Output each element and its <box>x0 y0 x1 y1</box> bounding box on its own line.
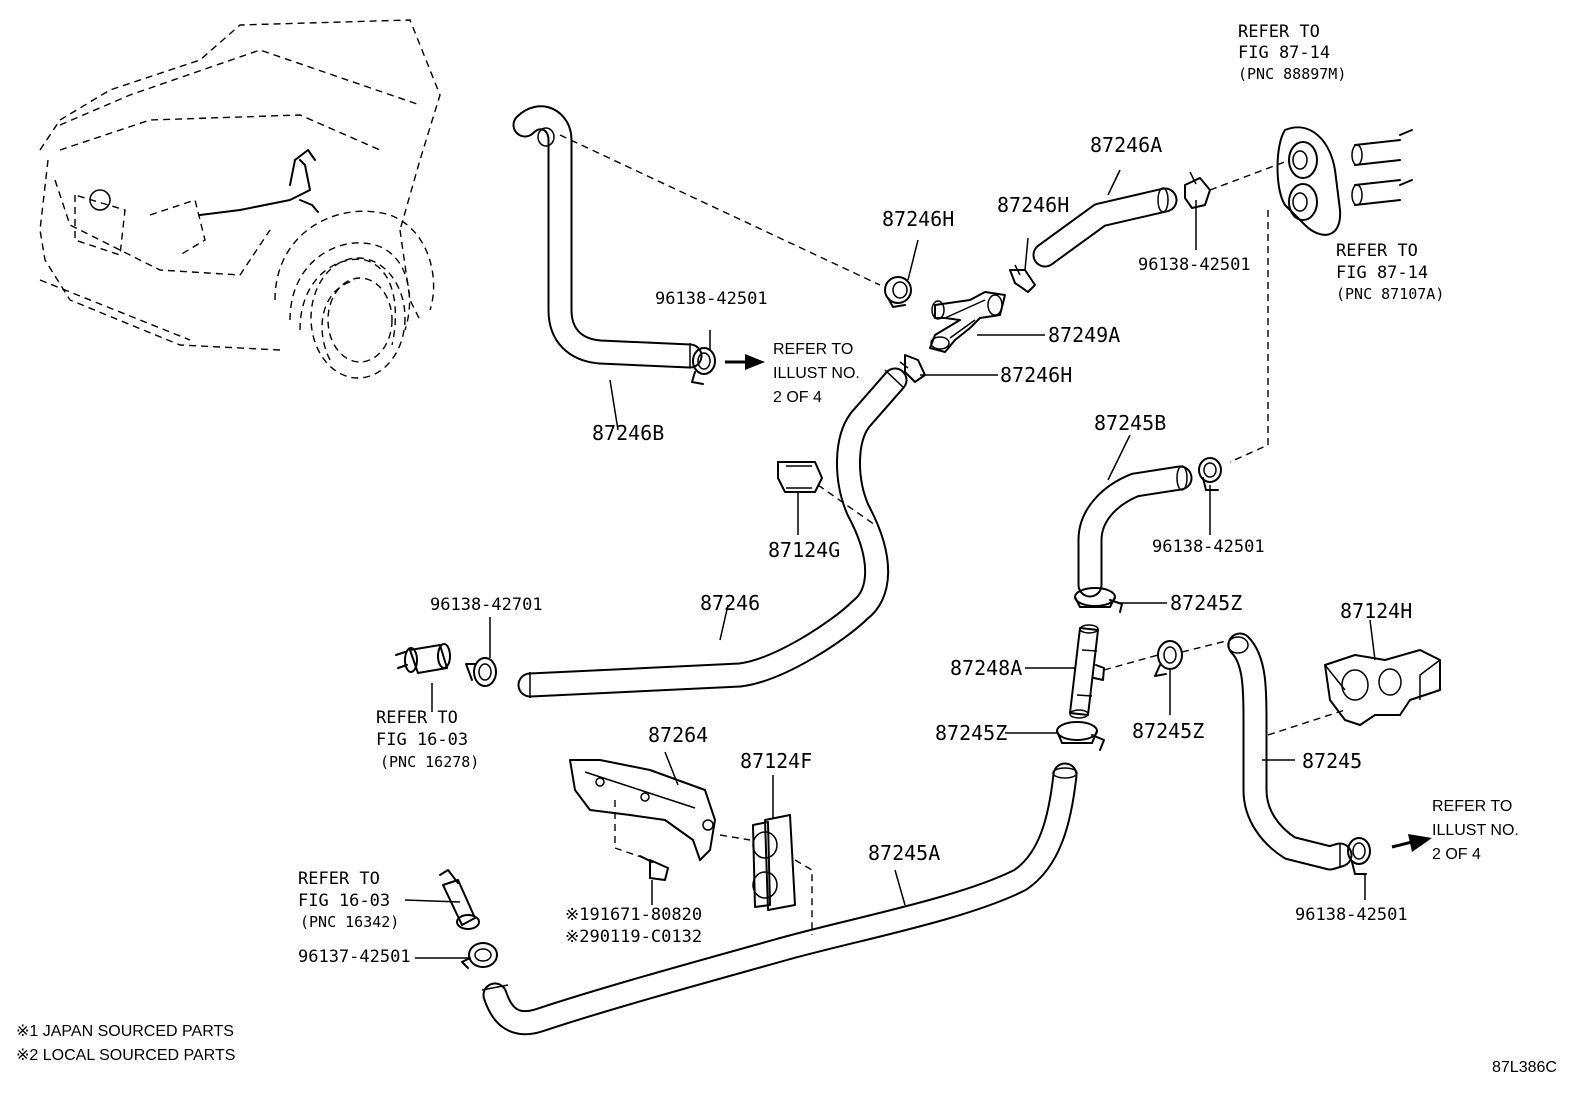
clip-96137 <box>461 942 498 969</box>
clip-87246H-3 <box>899 354 926 383</box>
ref-fig1603-lower: REFER TO FIG 16-03 (PNC 16342) <box>298 869 399 931</box>
label-87246H-top-right: 87246H <box>997 193 1069 217</box>
label-87124H: 87124H <box>1340 599 1412 623</box>
grommet <box>1276 126 1342 236</box>
clip-96138-42701 <box>465 657 497 687</box>
clip-96138-right <box>1198 457 1222 491</box>
bracket-87264 <box>569 759 716 861</box>
clip-87246H-1 <box>884 276 912 308</box>
label-clip-96138-left: 96138-42501 <box>655 289 768 309</box>
ref-line: REFER TO <box>298 869 380 889</box>
ref-fig1603-upper: REFER TO FIG 16-03 (PNC 16278) <box>376 708 479 771</box>
label-87264: 87264 <box>648 723 708 747</box>
vehicle-sketch <box>39 19 441 379</box>
label-87246B: 87246B <box>592 421 664 445</box>
ref-line: ILLUST NO. <box>773 365 860 382</box>
ref-fig8714-top: REFER TO FIG 87-14 (PNC 88897M) <box>1238 22 1346 83</box>
legend-japan: ※1 JAPAN SOURCED PARTS <box>16 1023 234 1040</box>
ref-line: ILLUST NO. <box>1432 822 1519 839</box>
clip-87245Z-low <box>1056 721 1105 751</box>
label-87245A: 87245A <box>868 841 940 865</box>
clamp-87124F <box>752 814 796 911</box>
clip-87245Z-mid <box>1154 640 1183 677</box>
clip-87246H-2 <box>1009 264 1036 293</box>
clip-87245Z-top <box>1074 587 1123 613</box>
label-clip-96138-right: 96138-42501 <box>1152 537 1265 557</box>
label-87124F: 87124F <box>740 749 812 773</box>
ref-illust-right: REFER TO ILLUST NO. 2 OF 4 <box>1432 798 1519 863</box>
fitting-lower <box>439 869 480 930</box>
hose-87245B <box>1077 465 1193 598</box>
ref-line: 2 OF 4 <box>773 389 822 406</box>
label-87248A: 87248A <box>950 656 1022 680</box>
connector-87248A <box>1069 624 1105 719</box>
tee-87249A <box>929 291 1006 353</box>
label-clip-96138-42701: 96138-42701 <box>430 595 543 615</box>
pipes-right <box>1351 129 1413 206</box>
label-87245Z-top: 87245Z <box>1170 591 1242 615</box>
hose-87245A <box>481 762 1078 1036</box>
ref-line: REFER TO <box>1432 798 1512 815</box>
label-bolt-japan: ※191671-80820 <box>565 905 702 925</box>
ref-line: (PNC 87107A) <box>1336 285 1444 303</box>
hose-87246 <box>517 367 908 698</box>
ref-line: (PNC 88897M) <box>1238 65 1346 83</box>
ref-line: FIG 16-03 <box>376 730 468 750</box>
label-87246: 87246 <box>700 591 760 615</box>
ref-line: (PNC 16342) <box>300 913 399 931</box>
fitting-left <box>395 643 451 674</box>
bolt <box>639 855 669 881</box>
clip-96138-top <box>1184 171 1211 209</box>
ref-fig8714-right: REFER TO FIG 87-14 (PNC 87107A) <box>1336 241 1444 303</box>
hose-87246B <box>512 105 703 369</box>
label-clip-96138-top: 96138-42501 <box>1138 255 1251 275</box>
ref-line: FIG 87-14 <box>1238 43 1330 63</box>
label-clip-96137: 96137-42501 <box>298 947 411 967</box>
arrow-right-icon <box>1391 834 1432 852</box>
label-87245Z-low: 87245Z <box>935 721 1007 745</box>
label-clip-96138-bottom: 96138-42501 <box>1295 905 1408 925</box>
clip-labels: 96138-42501 96138-42501 96138-42501 9613… <box>298 255 1408 967</box>
hose-87246A <box>1032 187 1178 268</box>
part-labels: 87246A 87246H 87246H 87249A 87246H 87246… <box>592 133 1412 865</box>
clip-87124G <box>777 461 823 493</box>
hose-87245 <box>1227 632 1353 871</box>
leader-lines <box>404 169 1376 959</box>
ref-line: 2 OF 4 <box>1432 846 1481 863</box>
label-87249A: 87249A <box>1048 323 1120 347</box>
figure-code: 87L386C <box>1492 1059 1557 1076</box>
label-87246H-mid: 87246H <box>1000 363 1072 387</box>
label-87245: 87245 <box>1302 749 1362 773</box>
ref-line: REFER TO <box>376 708 458 728</box>
ref-illust-left: REFER TO ILLUST NO. 2 OF 4 <box>773 341 860 406</box>
label-87246H-top-left: 87246H <box>882 207 954 231</box>
clamp-87124H <box>1324 649 1441 726</box>
ref-line: REFER TO <box>1336 241 1418 261</box>
label-87245B: 87245B <box>1094 411 1166 435</box>
clip-96138-left <box>691 347 716 385</box>
ref-line: (PNC 16278) <box>380 753 479 771</box>
legend: ※1 JAPAN SOURCED PARTS ※2 LOCAL SOURCED … <box>16 1023 235 1064</box>
label-87124G: 87124G <box>768 538 840 562</box>
ref-line: FIG 16-03 <box>298 891 390 911</box>
ref-line: REFER TO <box>1238 22 1320 42</box>
ref-line: FIG 87-14 <box>1336 263 1428 283</box>
clip-96138-bottom <box>1347 837 1371 875</box>
label-87246A: 87246A <box>1090 133 1162 157</box>
ref-line: REFER TO <box>773 341 853 358</box>
legend-local: ※2 LOCAL SOURCED PARTS <box>16 1047 235 1064</box>
label-87245Z-mid: 87245Z <box>1132 719 1204 743</box>
label-bolt-local: ※290119-C0132 <box>565 927 702 947</box>
arrow-left-icon <box>725 354 765 370</box>
